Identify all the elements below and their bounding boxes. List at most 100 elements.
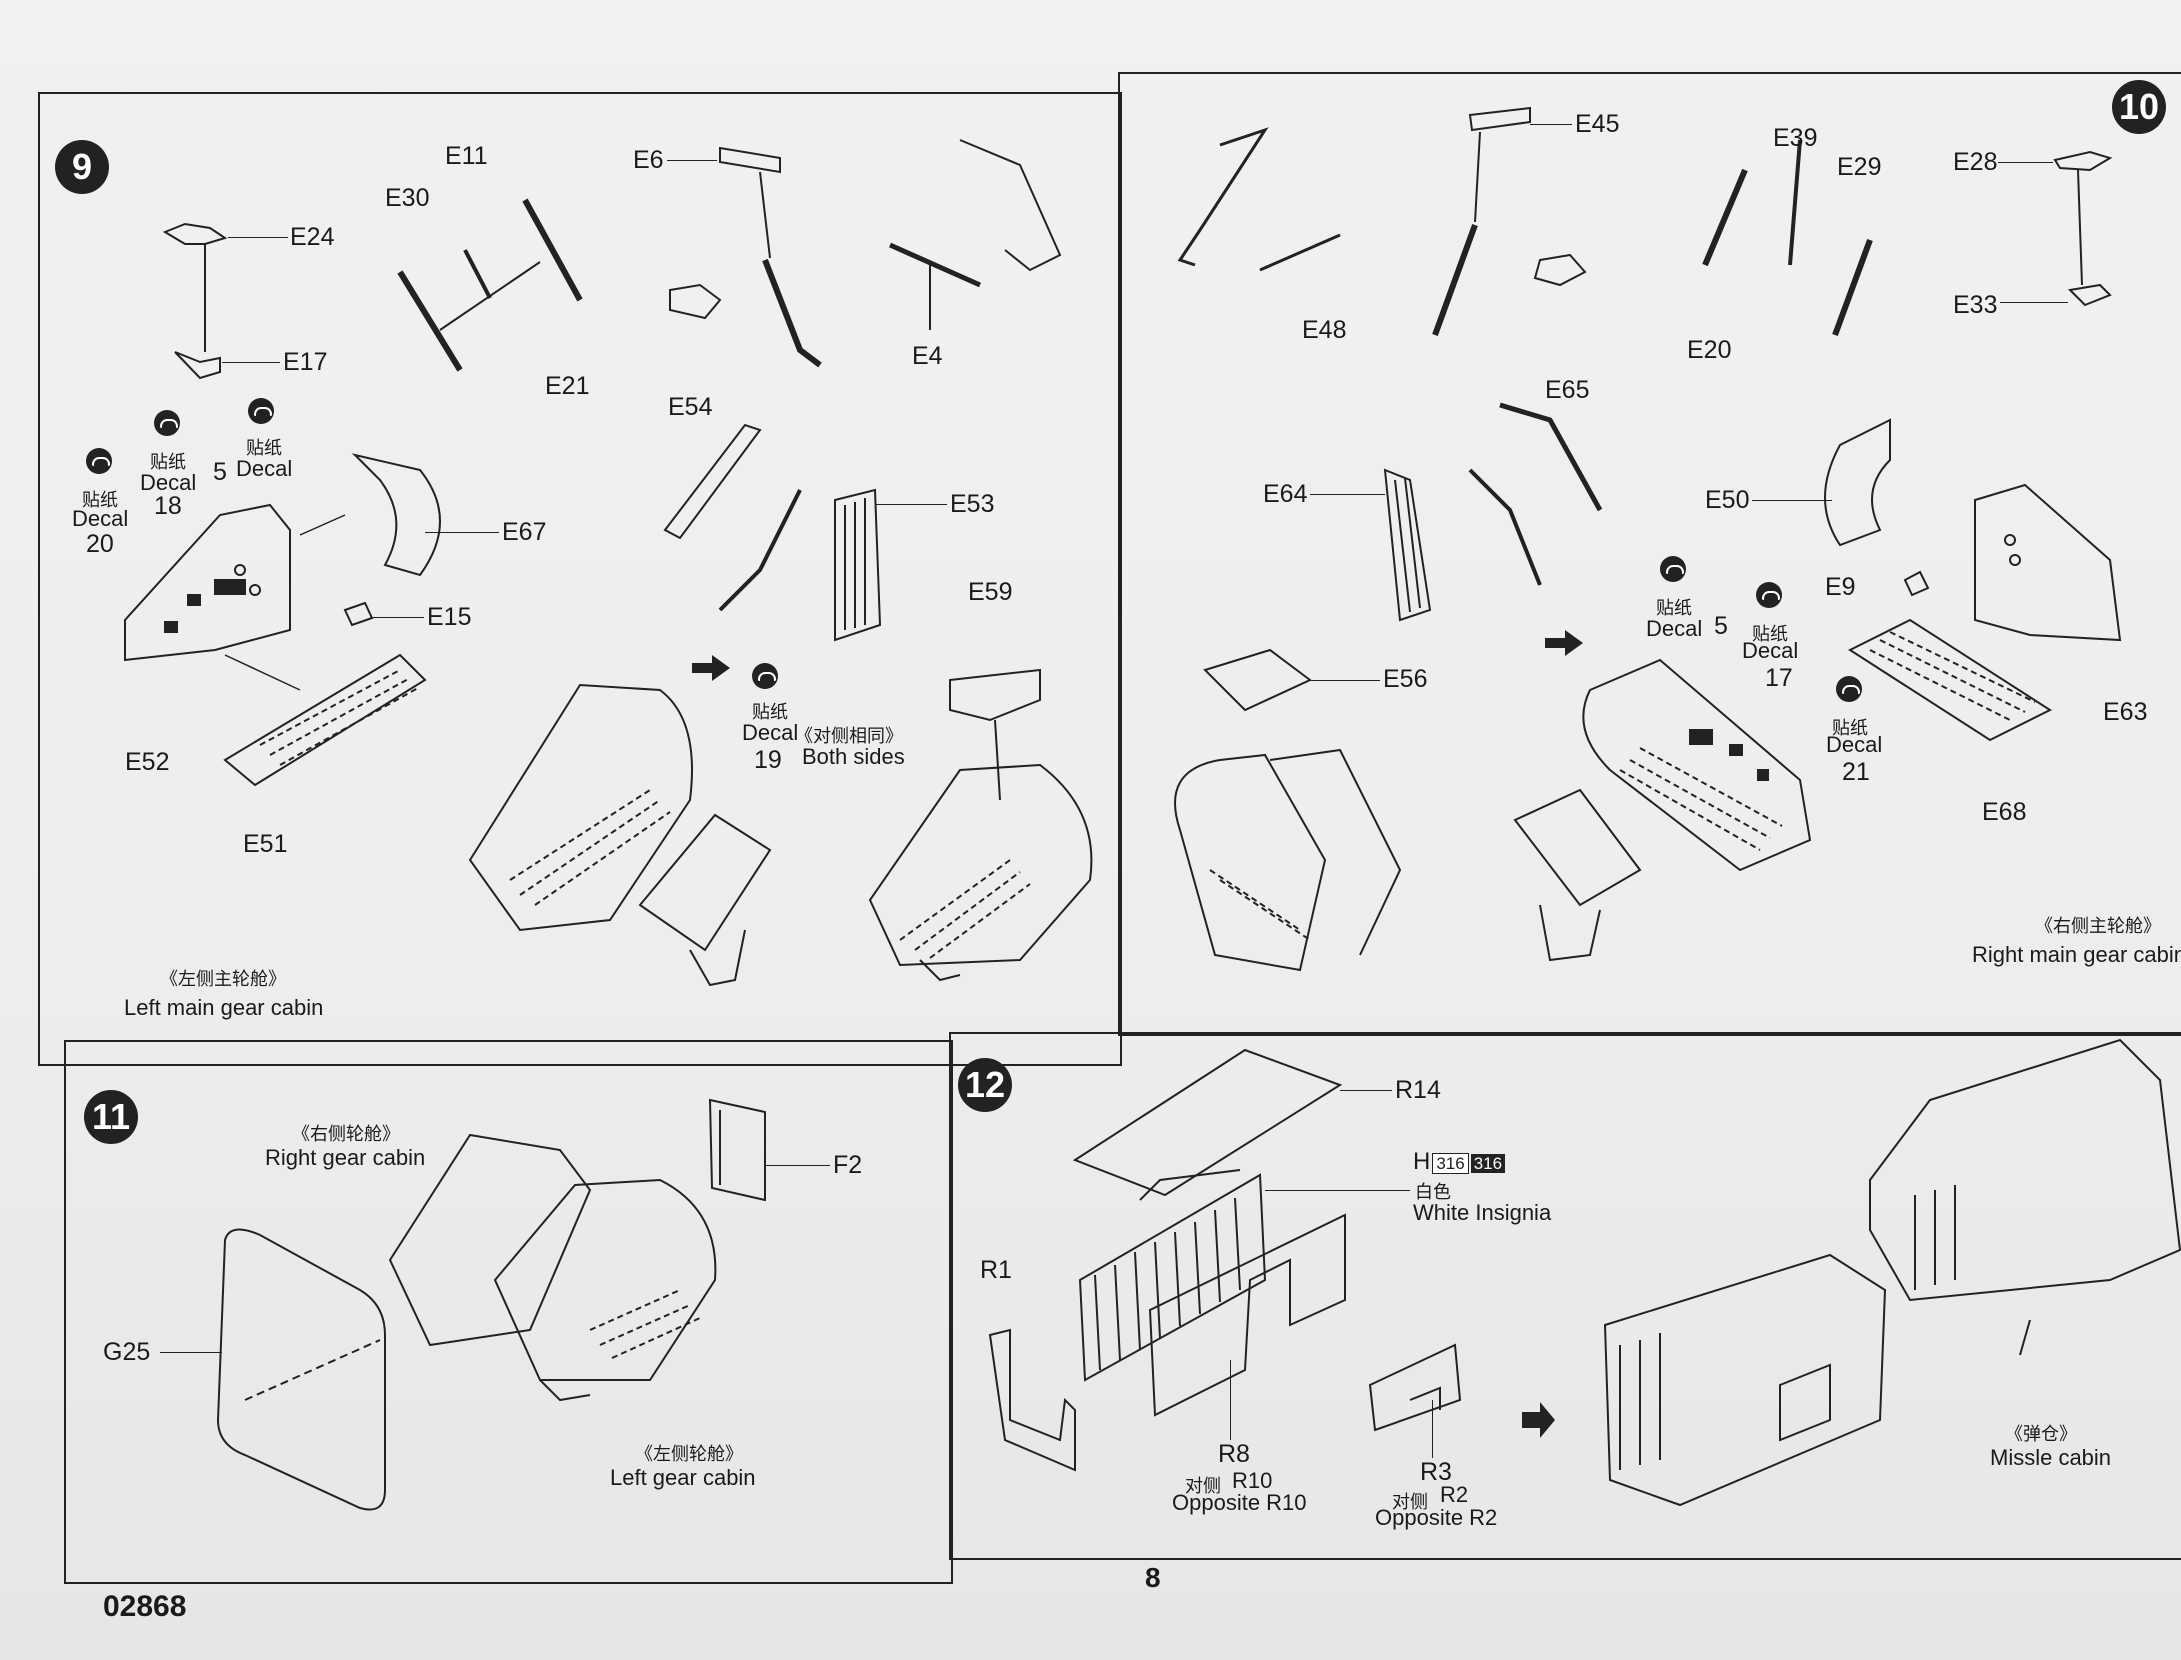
missile-cabin-label: Missle cabin xyxy=(1990,1445,2112,1470)
part-label: R8 xyxy=(1218,1440,1250,1468)
decal-21-number: 21 xyxy=(1842,758,1870,786)
decal-19-note: Both sides xyxy=(802,744,905,769)
step-10-caption-cn: 《右侧主轮舱》 xyxy=(2035,916,2161,937)
decal-21-cn: 贴纸 xyxy=(1832,718,1868,739)
decal-18-cn: 贴纸 xyxy=(150,452,186,473)
step-10-number: 10 xyxy=(2112,80,2166,134)
part-label: E65 xyxy=(1545,376,1590,404)
decal-5-number: 5 xyxy=(213,458,227,486)
leader-line xyxy=(2000,302,2068,303)
part-label: E9 xyxy=(1825,573,1856,601)
part-label: E51 xyxy=(243,830,288,858)
step-10-panel xyxy=(1118,72,2181,1036)
missile-cabin-cn: 《弹仓》 xyxy=(2005,1424,2077,1445)
leader-line xyxy=(1752,500,1832,501)
part-label: E53 xyxy=(950,490,995,518)
leader-line xyxy=(1432,1400,1433,1458)
missile-cabin-drawing xyxy=(1869,1038,2181,1302)
step-9-flow-arrow xyxy=(692,655,730,681)
part-label: E17 xyxy=(283,348,328,376)
part-label: E29 xyxy=(1837,153,1882,181)
step-10-flow-arrow xyxy=(1545,630,1583,656)
page-number: 8 xyxy=(1145,1562,1161,1593)
decal-5-cn: 贴纸 xyxy=(246,438,282,459)
step-12-flow-arrow xyxy=(1522,1402,1555,1438)
step-12-panel xyxy=(949,1032,2181,1560)
part-e33-drawing xyxy=(2067,283,2112,307)
decal-5-label: Decal xyxy=(1646,616,1703,641)
part-label: E45 xyxy=(1575,110,1620,138)
paint-color-cn: 白色 xyxy=(1415,1182,1451,1203)
r8-opposite-note: Opposite R10 xyxy=(1172,1490,1307,1515)
part-label: E28 xyxy=(1953,148,1998,176)
part-e17-drawing xyxy=(174,351,221,380)
part-label: E67 xyxy=(502,518,547,546)
r8-opposite-part: R10 xyxy=(1232,1468,1273,1493)
decal-20-cn: 贴纸 xyxy=(82,490,118,511)
part-g25-drawing xyxy=(216,1228,386,1511)
leader-line xyxy=(875,504,947,505)
part-label: E39 xyxy=(1773,124,1818,152)
part-label: G25 xyxy=(103,1338,151,1366)
part-e15-drawing xyxy=(343,601,374,627)
step-11-panel xyxy=(64,1040,953,1584)
part-e24-drawing xyxy=(162,222,228,245)
step-12-number: 12 xyxy=(958,1058,1012,1112)
step-11-number: 11 xyxy=(84,1090,138,1144)
right-gear-cabin-cn: 《右侧轮舱》 xyxy=(292,1124,400,1145)
left-gear-cabin-label: Left gear cabin xyxy=(610,1465,756,1490)
r3-opposite-part: R2 xyxy=(1440,1482,1469,1507)
leader-line xyxy=(160,1352,222,1353)
part-e56-drawing xyxy=(1203,648,1312,712)
part-r14-drawing xyxy=(1072,1048,1343,1197)
part-label: E6 xyxy=(633,146,664,174)
part-e6-drawing xyxy=(719,146,781,174)
decal-19-note-cn: 《对侧相同》 xyxy=(795,726,903,747)
part-e45-drawing xyxy=(1468,106,1531,132)
part-label: E64 xyxy=(1263,480,1308,508)
part-label: E52 xyxy=(125,748,170,776)
leader-line xyxy=(1340,1090,1392,1091)
decal-icon xyxy=(1660,556,1686,582)
part-r8-drawing xyxy=(1148,1213,1346,1417)
part-e51-drawing xyxy=(223,653,427,787)
leader-line xyxy=(667,160,717,161)
left-gear-cabin-drawing xyxy=(493,1178,717,1381)
decal-icon xyxy=(752,663,778,689)
part-label: E68 xyxy=(1982,798,2027,826)
left-cabin-assembly-drawing xyxy=(468,683,693,932)
leader-line xyxy=(1230,1360,1231,1440)
part-label: E24 xyxy=(290,223,335,251)
r8-opposite-cn: 对侧 xyxy=(1185,1476,1221,1497)
step-9-panel xyxy=(38,92,1122,1066)
paint-number-b: 316 xyxy=(1470,1154,1506,1173)
part-label: R14 xyxy=(1395,1076,1441,1104)
part-label: E11 xyxy=(445,142,488,170)
right-gear-cabin-label: Right gear cabin xyxy=(265,1145,426,1170)
decal-icon xyxy=(154,410,180,436)
leader-line xyxy=(1998,162,2053,163)
step-9-number: 9 xyxy=(55,140,109,194)
r3-opposite-cn: 对侧 xyxy=(1392,1492,1428,1513)
part-label: E48 xyxy=(1302,316,1347,344)
decal-18-label: Decal xyxy=(140,470,197,495)
part-label: R1 xyxy=(980,1256,1012,1284)
leader-line xyxy=(1310,494,1385,495)
leader-line xyxy=(222,362,280,363)
decal-17-number: 17 xyxy=(1765,664,1793,692)
part-label: E20 xyxy=(1687,336,1732,364)
decal-icon xyxy=(86,448,112,474)
part-e68-drawing xyxy=(1847,618,2053,742)
part-label: E21 xyxy=(545,372,590,400)
decal-20-number: 20 xyxy=(86,530,114,558)
paint-code: H xyxy=(1413,1148,1431,1175)
decal-5-label: Decal xyxy=(236,456,293,481)
part-e28-drawing xyxy=(2053,150,2113,172)
decal-icon xyxy=(248,398,274,424)
part-label: E63 xyxy=(2103,698,2148,726)
part-r1-drawing xyxy=(1078,1173,1267,1382)
step-10-caption: Right main gear cabin xyxy=(1972,942,2181,967)
r3-opposite-note: Opposite R2 xyxy=(1375,1505,1498,1530)
